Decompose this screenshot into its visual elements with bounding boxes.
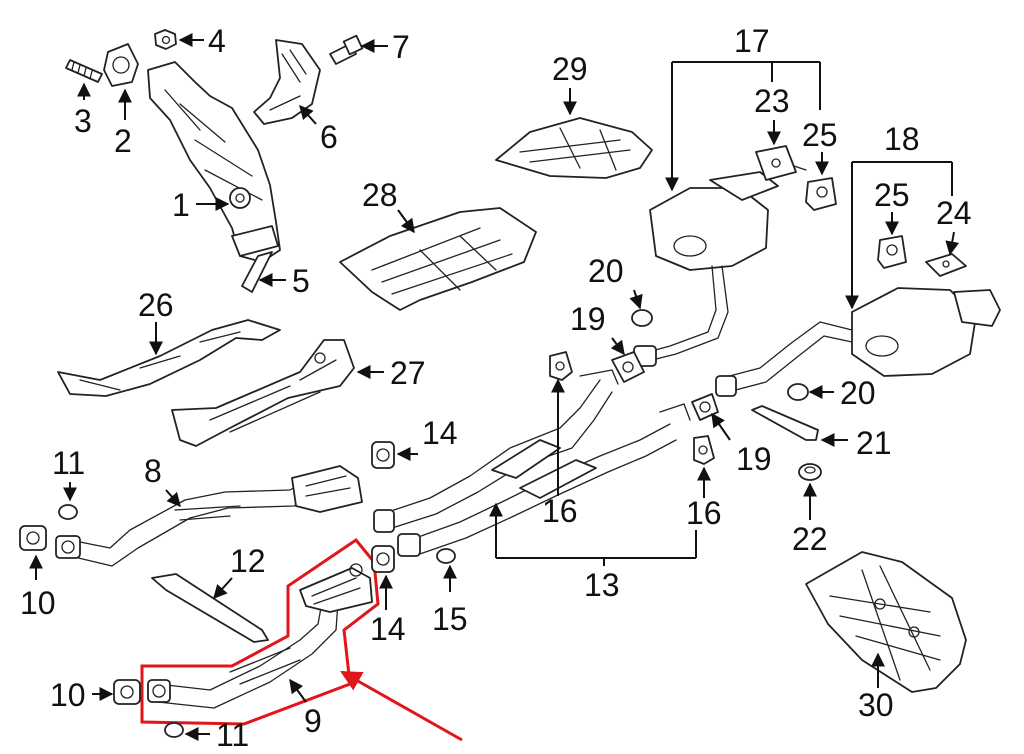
callout-16-right: 16 (686, 495, 722, 531)
callout-labels: 1 2 3 4 5 6 7 8 9 10 10 11 11 12 13 14 1… (20, 23, 972, 753)
part-19-gasket-upper[interactable] (611, 351, 645, 383)
part-8-front-pipe[interactable] (55, 465, 363, 567)
part-14-gasket-lower[interactable] (371, 545, 395, 573)
callout-22: 22 (792, 521, 828, 557)
callout-4: 4 (208, 23, 226, 59)
callout-14-upper: 14 (422, 415, 458, 451)
callout-16-left: 16 (542, 493, 578, 529)
part-7-bolt[interactable] (329, 34, 364, 65)
part-2-gasket[interactable] (103, 43, 139, 87)
part-25-hanger-upper[interactable] (805, 177, 837, 211)
callout-20-upper: 20 (588, 253, 624, 289)
callout-25-lower: 25 (874, 177, 910, 213)
callout-17: 17 (734, 23, 770, 59)
callout-11-upper: 11 (52, 445, 85, 481)
part-4-nut[interactable] (154, 29, 177, 50)
callout-19-lower: 19 (736, 441, 772, 477)
part-1-catalytic-manifold[interactable] (147, 61, 281, 263)
part-24-hanger-bracket[interactable] (925, 253, 967, 277)
part-29-heat-shield[interactable] (495, 117, 653, 179)
part-23-hanger-bracket[interactable] (755, 145, 807, 181)
part-18-muffler-right[interactable] (715, 287, 1001, 397)
callout-26: 26 (138, 287, 174, 323)
highlight-arrow (340, 670, 463, 742)
part-16-hanger-left[interactable] (549, 351, 573, 381)
callout-10-lower: 10 (50, 677, 86, 713)
part-6-heat-shield[interactable] (253, 39, 321, 125)
callout-21: 21 (856, 425, 892, 461)
callout-3: 3 (74, 103, 92, 139)
callout-19-upper: 19 (570, 301, 606, 337)
callout-5: 5 (292, 263, 310, 299)
part-11-nut-upper[interactable] (58, 504, 78, 520)
part-3-stud[interactable] (65, 59, 103, 83)
part-12-bracket[interactable] (151, 573, 269, 643)
part-30-skid-plate[interactable] (805, 551, 967, 693)
callout-14-lower: 14 (370, 611, 406, 647)
part-13-center-pipe[interactable] (373, 369, 691, 557)
callout-8: 8 (144, 453, 162, 489)
part-26-heat-shield[interactable] (57, 319, 281, 397)
leader-lines (29, 33, 960, 741)
callout-12: 12 (230, 543, 266, 579)
callout-15: 15 (432, 601, 468, 637)
part-22-grommet[interactable] (798, 463, 822, 481)
part-5-bracket[interactable] (241, 251, 273, 293)
part-20-nut-lower[interactable] (787, 383, 809, 401)
callout-18: 18 (884, 121, 920, 157)
callout-29: 29 (552, 51, 588, 87)
highlight-outline (140, 537, 380, 726)
part-27-heat-shield[interactable] (171, 339, 355, 447)
callout-2: 2 (114, 123, 132, 159)
part-9-front-pipe[interactable] (147, 563, 373, 709)
callout-7: 7 (392, 29, 410, 65)
part-20-nut-upper[interactable] (631, 309, 653, 327)
callout-10-upper: 10 (20, 585, 56, 621)
part-28-heat-shield[interactable] (339, 207, 537, 311)
part-25-hanger-lower[interactable] (877, 235, 907, 269)
part-21-bracket[interactable] (751, 405, 819, 441)
callout-24: 24 (936, 195, 972, 231)
part-17-muffler-left[interactable] (633, 171, 779, 367)
callout-28: 28 (362, 177, 398, 213)
part-14-gasket-upper[interactable] (371, 441, 395, 469)
callout-6: 6 (320, 119, 338, 155)
callout-13: 13 (584, 567, 620, 603)
callout-30: 30 (858, 687, 894, 723)
callout-1: 1 (172, 187, 190, 223)
callout-9: 9 (304, 703, 322, 739)
part-10-gasket-lower[interactable] (113, 679, 141, 705)
callout-11-lower: 11 (216, 717, 249, 753)
part-15-nut[interactable] (436, 548, 456, 564)
callout-27: 27 (390, 355, 426, 391)
part-16-hanger-right[interactable] (693, 435, 715, 465)
part-11-nut-lower[interactable] (164, 722, 184, 738)
part-10-gasket-upper[interactable] (19, 525, 47, 551)
callout-20-lower: 20 (840, 375, 876, 411)
callout-23: 23 (754, 83, 790, 119)
callout-25-upper: 25 (802, 117, 838, 153)
